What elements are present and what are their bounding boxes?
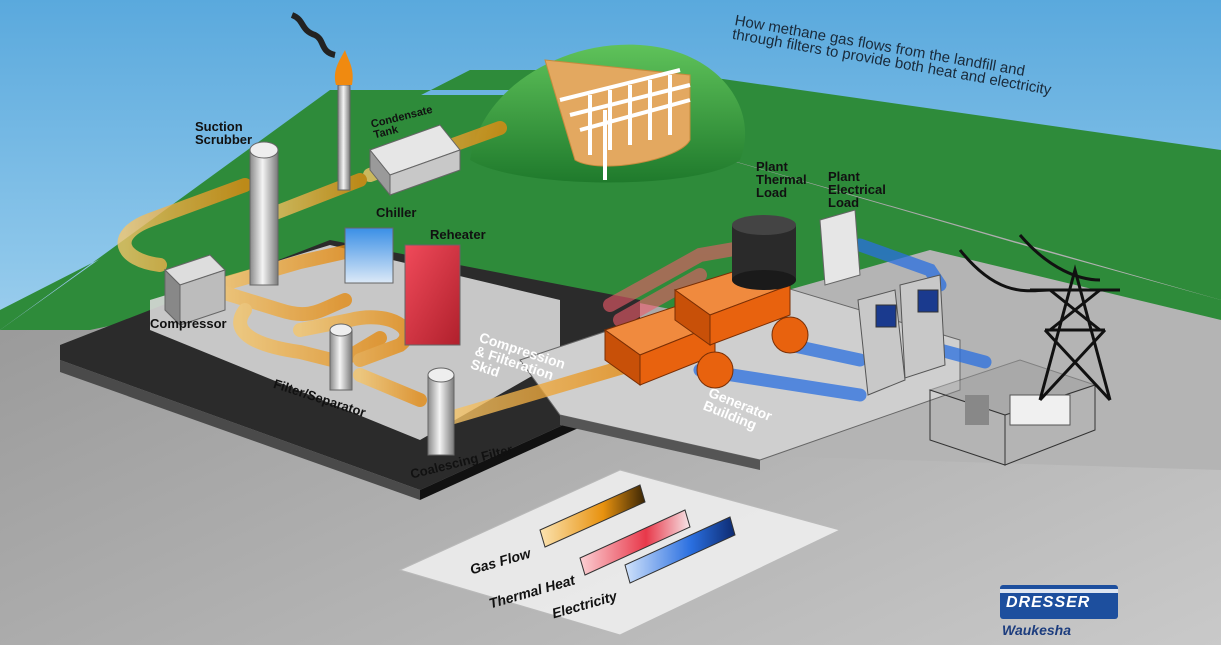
flare-stack: [337, 84, 351, 191]
flare-flame: [334, 50, 353, 85]
label-chiller: Chiller: [376, 205, 417, 220]
logo-swoosh: [1000, 589, 1118, 593]
label-plant-thermal-load: Plant Thermal Load: [756, 159, 807, 200]
reheater-unit: [404, 244, 461, 346]
condensate-tank: [369, 124, 461, 197]
logo-division-text: Waukesha: [1002, 622, 1071, 638]
legend-swatch-heat: [579, 509, 691, 576]
control-cabinets: [857, 274, 946, 396]
dresser-logo: DRESSER: [1000, 585, 1118, 619]
label-plant-electrical-load: Plant Electrical Load: [828, 169, 886, 210]
label-reheater: Reheater: [430, 227, 486, 242]
chiller-unit: [344, 227, 394, 284]
skid-platform-face: [60, 360, 420, 500]
generator-building-base: [560, 415, 760, 470]
coalescing-filter-vessel: [427, 367, 455, 456]
power-transmission-tower: [958, 234, 1120, 402]
filter-separator-vessel: [329, 323, 353, 391]
landfill-cutaway: [544, 59, 691, 167]
plant-electrical-load-panel: [819, 209, 861, 286]
logo-brand-text: DRESSER: [1006, 594, 1091, 611]
label-compressor: Compressor: [150, 316, 227, 331]
legend-swatch-gas: [539, 484, 646, 548]
compressor-unit: [164, 254, 226, 327]
legend-swatch-elec: [624, 516, 736, 584]
flare-smoke: [290, 12, 336, 58]
plant-thermal-load-tank: [732, 215, 796, 290]
gas-flow-pipes: [117, 121, 637, 425]
label-suction-scrubber: Suction Scrubber: [195, 119, 253, 147]
thermal-heat-pipes: [603, 241, 747, 327]
suction-scrubber-vessel: [249, 141, 279, 286]
landfill-well-pipes: [559, 68, 691, 180]
